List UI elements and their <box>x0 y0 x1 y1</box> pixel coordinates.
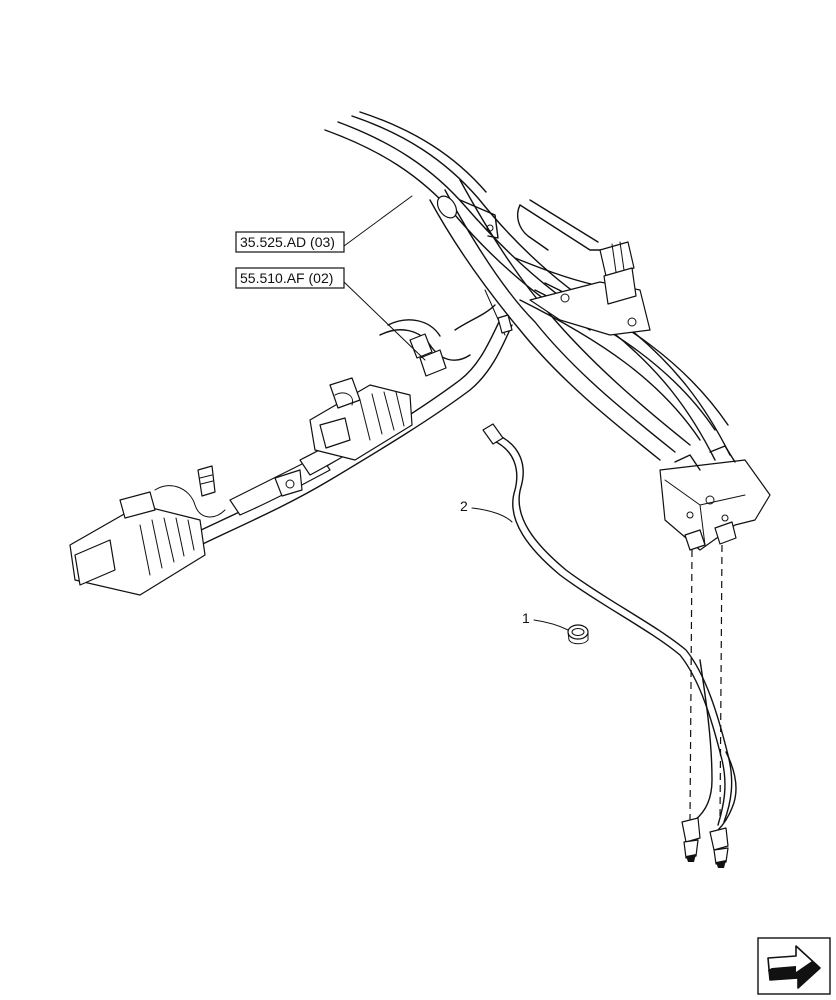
callout-2: 2 <box>460 498 513 523</box>
reference-text: 55.510.AF (02) <box>240 270 333 286</box>
reference-label-55-510[interactable]: 55.510.AF (02) <box>235 267 426 361</box>
reference-label-35-525[interactable]: 35.525.AD (03) <box>235 195 413 253</box>
lower-bracket <box>659 445 771 551</box>
boom-hose-assembly <box>324 111 731 461</box>
install-line-2 <box>719 544 723 821</box>
arrow-right-icon[interactable] <box>757 937 831 995</box>
upper-bracket <box>514 199 651 336</box>
wire-harness-part-2 <box>482 423 737 868</box>
callout-number: 2 <box>460 498 468 514</box>
grommet-part-1 <box>567 624 589 645</box>
callout-1: 1 <box>522 610 569 631</box>
reference-text: 35.525.AD (03) <box>240 234 335 250</box>
callout-number: 1 <box>522 610 530 626</box>
install-line-1 <box>689 549 693 821</box>
main-harness <box>69 289 513 596</box>
